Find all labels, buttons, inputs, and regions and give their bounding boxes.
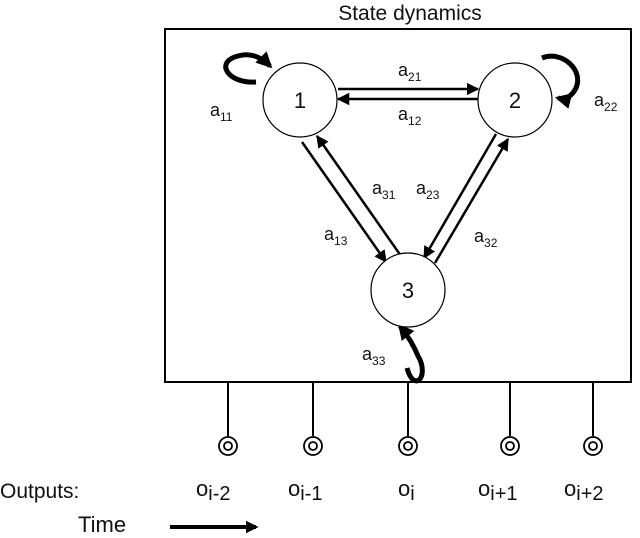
state-label: 3 (402, 278, 414, 303)
label-a31: a31 (372, 178, 396, 202)
state-label: 1 (294, 88, 306, 113)
label-a21: a21 (398, 60, 422, 84)
diagram-title: State dynamics (338, 2, 482, 25)
time-label: Time (78, 512, 126, 537)
output-stem-5 (583, 382, 603, 456)
output-label: oi-1 (288, 476, 322, 505)
output-label: oi+1 (478, 476, 518, 505)
state-node-1: 1 (262, 62, 338, 138)
self-loop-a33 (398, 323, 425, 384)
output-label: oi-2 (196, 476, 230, 505)
label-a11: a11 (210, 100, 233, 124)
label-a13: a13 (324, 224, 348, 248)
output-stem-4 (500, 382, 520, 456)
self-loop-a22 (541, 53, 581, 109)
output-label: oi (398, 476, 415, 505)
label-a33: a33 (362, 344, 386, 368)
state-label: 2 (509, 88, 521, 113)
label-a23: a23 (416, 178, 440, 202)
output-label: oi+2 (564, 476, 604, 505)
state-node-2: 2 (477, 62, 553, 138)
label-a32: a32 (474, 226, 498, 250)
arrow-2-to-3 (422, 133, 498, 260)
self-loop-a11 (223, 51, 273, 85)
output-stem-1 (218, 382, 238, 456)
label-a12: a12 (398, 104, 422, 128)
arrow-1-to-3 (300, 141, 388, 264)
arrow-3-to-1 (315, 134, 403, 257)
state-dynamics-box (164, 28, 632, 383)
state-node-3: 3 (370, 252, 446, 328)
outputs-label: Outputs: (0, 480, 79, 503)
label-a22: a22 (594, 90, 618, 114)
output-stem-3 (398, 382, 418, 456)
output-stem-2 (303, 382, 323, 456)
arrow-3-to-2 (433, 137, 510, 264)
